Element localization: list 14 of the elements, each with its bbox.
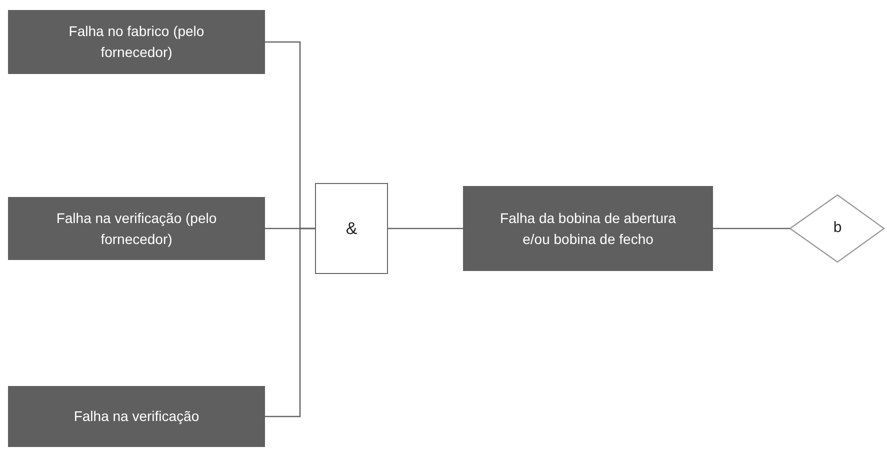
event-box xyxy=(8,197,265,260)
connector-line xyxy=(265,228,315,418)
node-label: Falha na verificação xyxy=(74,407,200,426)
node-label: & xyxy=(346,218,358,240)
gate-box xyxy=(315,183,388,274)
event-box xyxy=(8,10,265,74)
connector-line xyxy=(713,228,790,230)
event-box xyxy=(463,186,713,271)
node-label: b xyxy=(833,218,842,238)
node-label: Falha na verificação (pelo fornecedor) xyxy=(55,208,218,249)
connector-line xyxy=(388,228,463,230)
node-label: Falha da bobina de abertura e/ou bobina de fecho xyxy=(499,208,677,248)
node-label: Falha no fabrico (pelo fornecedor) xyxy=(68,22,206,62)
event-box xyxy=(8,386,265,447)
